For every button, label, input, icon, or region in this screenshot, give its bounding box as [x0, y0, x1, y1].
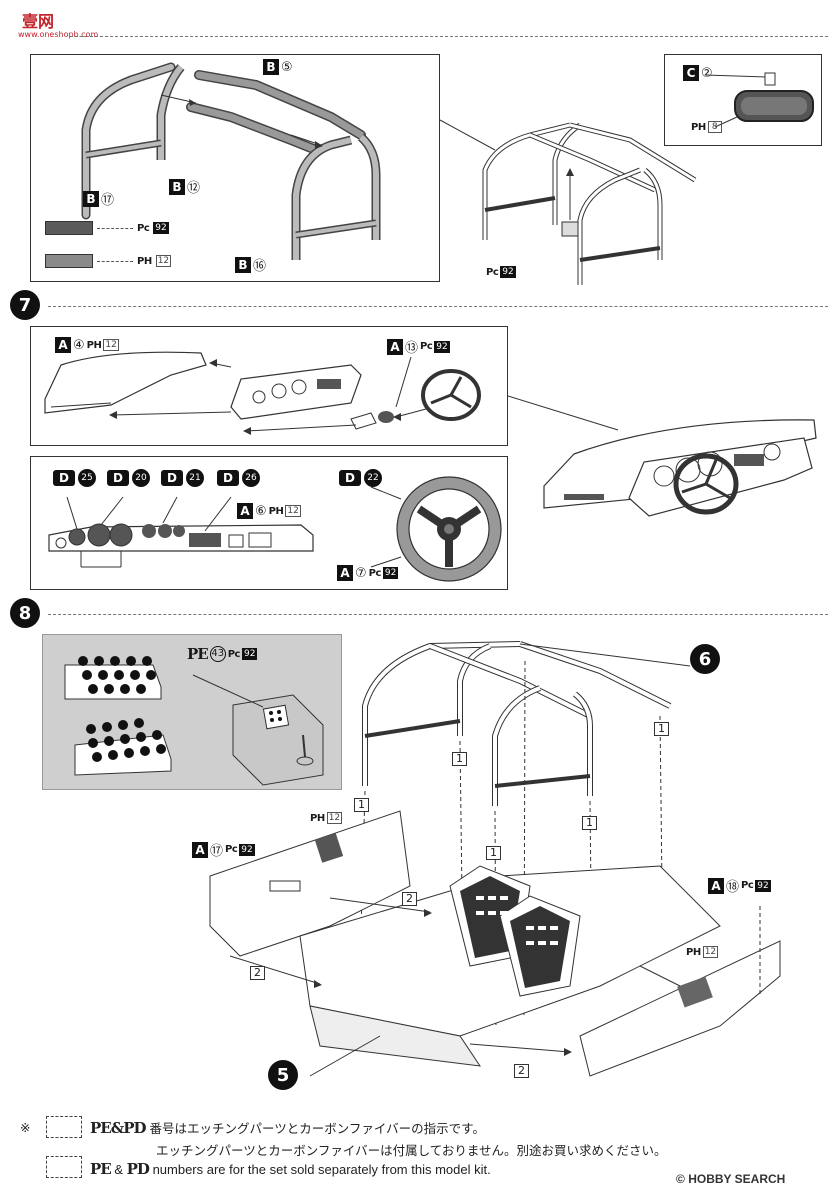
interior-tub-assembly-drawing: [209, 641, 781, 1077]
sub-assembly-ref-5: 5: [268, 1060, 298, 1090]
floor-paint-label: PH 12: [310, 812, 343, 824]
paint-legend-row-1: Pc 92: [45, 221, 169, 235]
assembled-dashboard-drawing: [543, 419, 817, 517]
note-asterisk: ※: [20, 1120, 31, 1135]
hobby-search-logo: © HOBBY SEARCH: [676, 1172, 786, 1186]
roll-cage-exploded-drawing: [81, 62, 381, 260]
divider-top: [70, 36, 828, 37]
step8-label-1a: 1: [452, 752, 467, 766]
cage-paint-label: Pc 92: [486, 266, 516, 278]
note-box-en: [46, 1156, 82, 1178]
step-number-7: 7: [10, 290, 40, 320]
step-number-8: 8: [10, 598, 40, 628]
step8-label-2b: 2: [250, 966, 265, 980]
paint-legend-row-2: PH 12: [45, 254, 172, 268]
step8-label-1b: 1: [654, 722, 669, 736]
step7-decal-panel: D25 D20 D21 D26 D22 A⑥ PH 12 A⑦ Pc 92 PH…: [30, 456, 508, 590]
note-jp-line1: PE&PD 番号はエッチングパーツとカーボンファイバーの指示です。: [90, 1119, 485, 1137]
watermark-logo: 壹网 www.oneshopb.com: [8, 6, 98, 46]
divider-step8: [48, 614, 828, 615]
step8-label-1e: 1: [486, 846, 501, 860]
assembled-roll-cage-drawing: [482, 122, 697, 285]
rear-panel-paint-label: PH 12: [686, 946, 719, 958]
step8-label-1d: 1: [582, 816, 597, 830]
rear-view-mirror-drawing: [704, 72, 814, 128]
color-swatch-gunmetal: [45, 254, 93, 268]
instrument-panel-and-wheel-drawing: [48, 476, 502, 582]
note-box-jp: [46, 1116, 82, 1138]
connector-line-step7: [507, 395, 619, 431]
sub-assembly-ref-6: 6: [690, 644, 720, 674]
pe-part-label: PE 43 Pc 92: [187, 645, 258, 663]
mirror-paint-label: PH 8: [691, 121, 722, 133]
step8-label-2a: 2: [402, 892, 417, 906]
pedal-photo-etch-drawing: [64, 656, 324, 786]
color-swatch-carbon: [45, 221, 93, 235]
photo-etch-pedal-panel: PE 43 Pc 92: [42, 634, 342, 790]
watermark-site: www.oneshopb.com: [18, 30, 99, 39]
dashboard-exploded-drawing: [44, 351, 481, 435]
connector-line-step6: [439, 119, 496, 151]
divider-step7: [48, 306, 828, 307]
note-en-line: PE & PD numbers are for the set sold sep…: [90, 1160, 491, 1178]
step8-label-1c: 1: [354, 798, 369, 812]
hobby-search-icon: ©: [676, 1172, 685, 1186]
note-jp-line2: エッチングパーツとカーボンファイバーは付属しておりません。別途お買い求めください…: [156, 1143, 667, 1158]
watermark-brand: 壹网: [22, 12, 55, 31]
step8-label-2c: 2: [514, 1064, 529, 1078]
